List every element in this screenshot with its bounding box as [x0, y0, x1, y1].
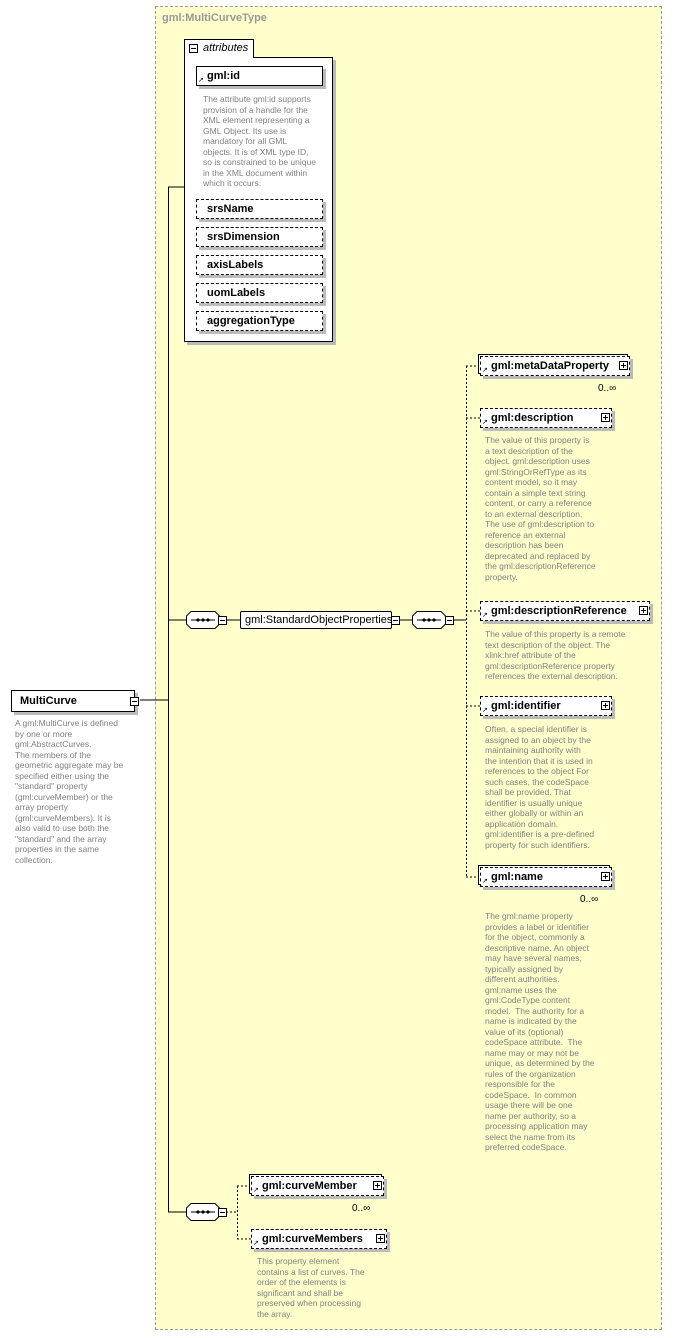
- element-name: gml:curveMembers: [262, 1233, 363, 1245]
- sequence-compositor-icon: [186, 611, 220, 629]
- element-description[interactable]: gml:description ↗: [480, 408, 612, 428]
- attributes-tab[interactable]: attributes: [184, 39, 254, 58]
- expand-icon[interactable]: [601, 701, 610, 710]
- reference-arrow-icon: ↗: [482, 878, 488, 885]
- attribute-axislabels[interactable]: axisLabels: [196, 255, 323, 275]
- cardinality-label: 0..∞: [598, 383, 617, 394]
- element-name: gml:identifier: [491, 700, 561, 712]
- element-name-gml[interactable]: gml:name ↗: [480, 867, 612, 887]
- element-curvemembers-doc: This property element contains a list of…: [257, 1256, 365, 1319]
- element-metadataproperty[interactable]: gml:metaDataProperty ↗: [480, 356, 630, 376]
- group-standard-object-properties[interactable]: gml:StandardObjectProperties: [240, 611, 392, 629]
- collapse-icon[interactable]: [189, 44, 198, 53]
- element-name: gml:descriptionReference: [491, 605, 627, 617]
- reference-arrow-icon: ↗: [482, 367, 488, 374]
- attribute-name: aggregationType: [207, 315, 295, 327]
- attribute-name: srsName: [207, 203, 254, 215]
- choice-compositor-icon: [186, 1203, 220, 1221]
- element-identifier-doc: Often, a special identifier is assigned …: [485, 724, 595, 850]
- attribute-name: uomLabels: [207, 287, 266, 299]
- element-identifier[interactable]: gml:identifier ↗: [480, 696, 612, 716]
- expand-icon[interactable]: [639, 606, 648, 615]
- reference-arrow-icon: ↗: [482, 707, 488, 714]
- attribute-name: gml:id: [207, 70, 240, 82]
- reference-arrow-icon: ↗: [253, 1187, 259, 1194]
- element-name: gml:metaDataProperty: [491, 360, 609, 372]
- collapse-icon[interactable]: [218, 616, 227, 625]
- attribute-id-doc: The attribute gml:id supports provision …: [203, 94, 316, 188]
- collapse-icon[interactable]: [130, 697, 139, 706]
- expand-icon[interactable]: [601, 872, 610, 881]
- sequence-compositor-icon: [412, 611, 446, 629]
- element-name: gml:description: [491, 412, 574, 424]
- element-name: gml:name: [491, 871, 543, 883]
- collapse-icon[interactable]: [391, 616, 400, 625]
- attribute-id[interactable]: gml:id ↗: [196, 66, 323, 86]
- root-element-name: MultiCurve: [20, 695, 77, 707]
- expand-icon[interactable]: [619, 361, 628, 370]
- attribute-name: srsDimension: [207, 231, 280, 243]
- expand-icon[interactable]: [373, 1181, 382, 1190]
- element-curvemembers[interactable]: gml:curveMembers ↗: [251, 1229, 387, 1249]
- reference-arrow-icon: ↗: [482, 612, 488, 619]
- attribute-srsname[interactable]: srsName: [196, 199, 323, 219]
- element-name-doc: The gml:name property provides a label o…: [485, 911, 595, 1152]
- reference-arrow-icon: ↗: [198, 77, 204, 84]
- attribute-srsdimension[interactable]: srsDimension: [196, 227, 323, 247]
- expand-icon[interactable]: [601, 413, 610, 422]
- element-curvemember[interactable]: gml:curveMember ↗: [251, 1176, 384, 1196]
- element-name: gml:curveMember: [262, 1180, 357, 1192]
- element-descriptionreference[interactable]: gml:descriptionReference ↗: [480, 601, 650, 621]
- expand-icon[interactable]: [376, 1234, 385, 1243]
- collapse-icon[interactable]: [218, 1208, 227, 1217]
- attribute-uomlabels[interactable]: uomLabels: [196, 283, 323, 303]
- root-element-doc: A gml:MultiCurve is defined by one or mo…: [15, 718, 124, 865]
- cardinality-label: 0..∞: [580, 894, 599, 905]
- collapse-icon[interactable]: [445, 616, 454, 625]
- element-descriptionreference-doc: The value of this property is a remote t…: [485, 629, 626, 681]
- attributes-label: attributes: [203, 42, 249, 54]
- group-name: gml:StandardObjectProperties: [245, 614, 393, 626]
- attribute-name: axisLabels: [207, 259, 264, 271]
- reference-arrow-icon: ↗: [482, 419, 488, 426]
- complex-type-name: gml:MultiCurveType: [162, 12, 267, 24]
- reference-arrow-icon: ↗: [253, 1240, 259, 1247]
- attribute-aggregationtype[interactable]: aggregationType: [196, 311, 323, 331]
- cardinality-label: 0..∞: [352, 1203, 371, 1214]
- root-element-multicurve[interactable]: MultiCurve: [11, 690, 139, 712]
- element-description-doc: The value of this property is a text des…: [485, 435, 596, 582]
